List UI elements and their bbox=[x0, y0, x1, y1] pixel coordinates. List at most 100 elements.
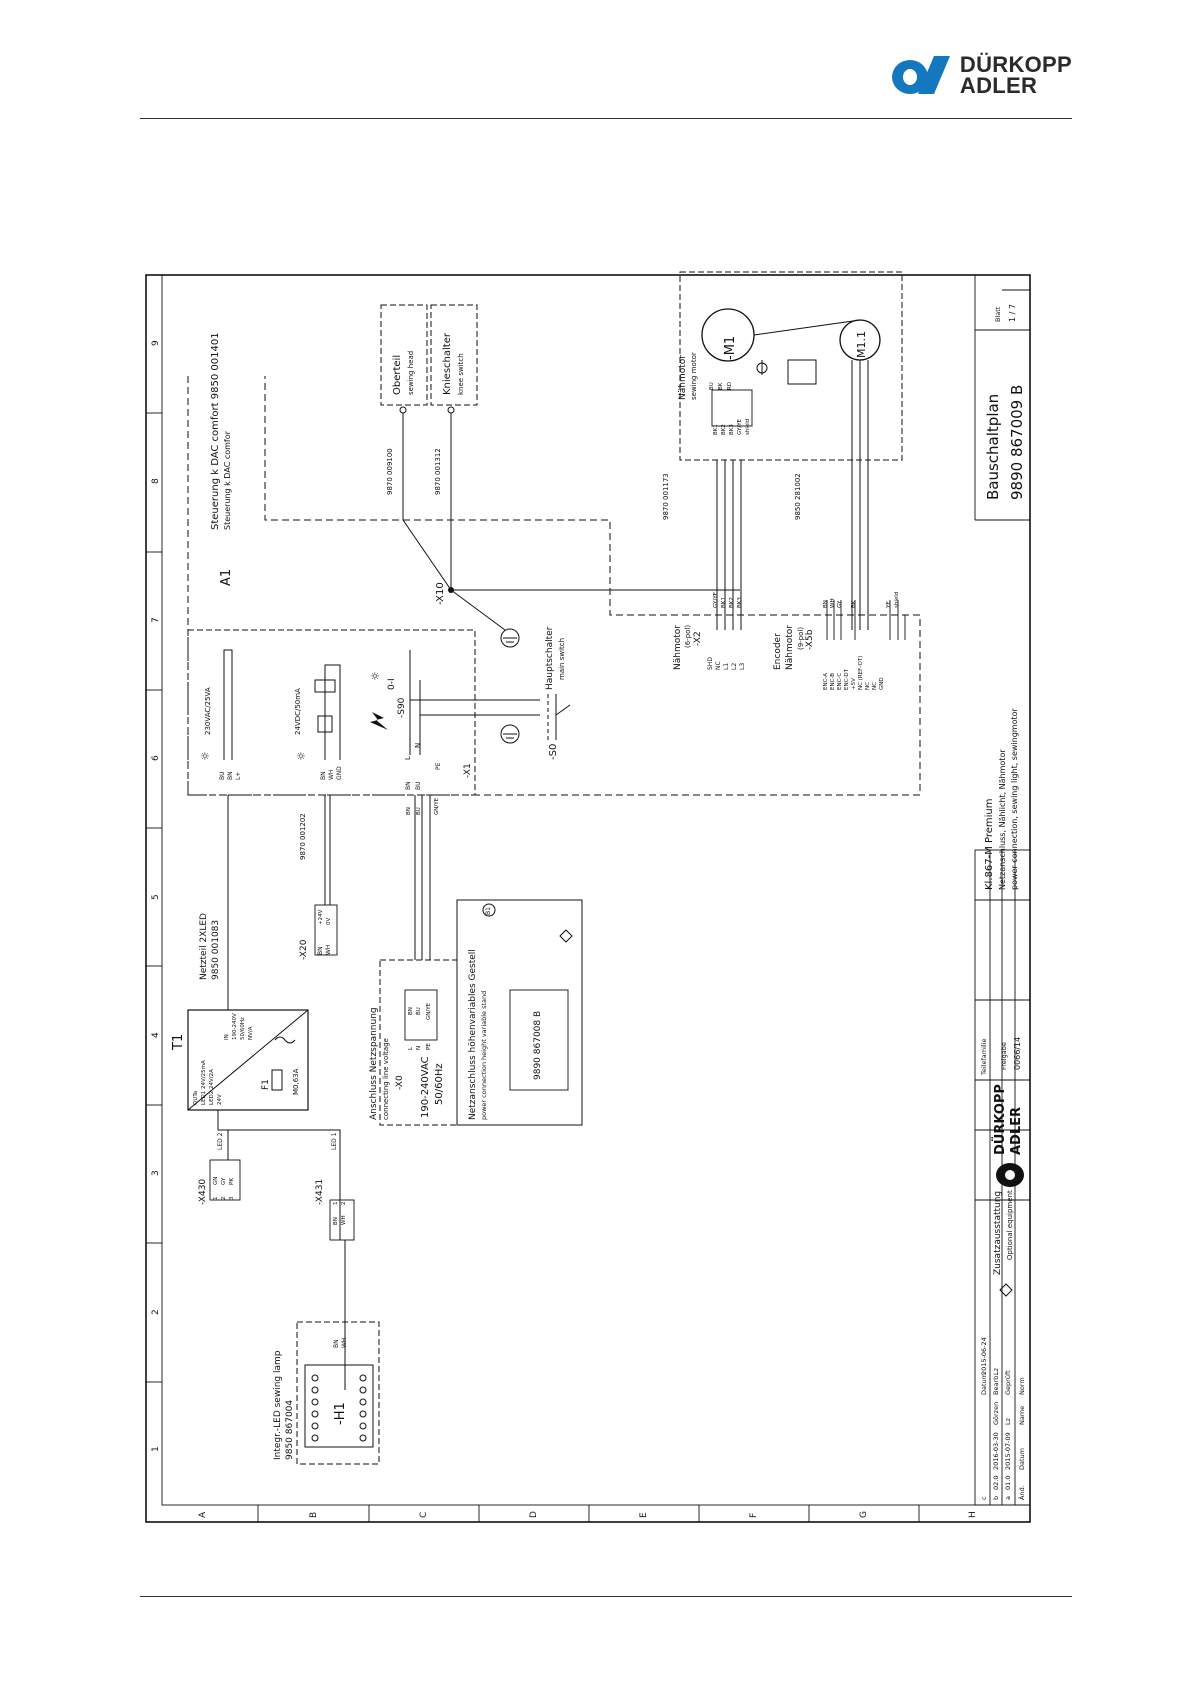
lamp-symbol-icon: ☼☼☼ bbox=[200, 670, 380, 763]
encoder-cable-part: 9850 281002 bbox=[794, 473, 802, 520]
svg-text:3: 3 bbox=[229, 1196, 235, 1200]
a1-title: Steuerung k DAC comfort 9850 001401 bbox=[210, 332, 221, 530]
svg-text:ENC-A: ENC-A bbox=[823, 673, 829, 690]
x20-tag: -X20 bbox=[299, 939, 309, 960]
row-label: E bbox=[639, 1512, 649, 1518]
svg-text:BN: BN bbox=[227, 771, 234, 780]
svg-text:WH: WH bbox=[341, 1215, 347, 1225]
svg-text:2: 2 bbox=[341, 1202, 347, 1206]
motor-cable-part: 9870 001173 bbox=[662, 473, 670, 520]
svg-text:L: L bbox=[408, 1046, 414, 1050]
svg-text:L3: L3 bbox=[739, 663, 746, 670]
svg-text:Bearb.: Bearb. bbox=[992, 1374, 1000, 1395]
svg-text:Datum: Datum bbox=[980, 1373, 988, 1395]
x10-junction bbox=[448, 587, 454, 593]
svg-text:GND: GND bbox=[336, 766, 343, 780]
optional-stand-part: 9890 867008 B bbox=[533, 1011, 543, 1080]
optional-legend-icon bbox=[999, 1283, 1013, 1297]
svg-text:-X1: -X1 bbox=[463, 763, 473, 778]
optional-stand-ref: B1 bbox=[485, 907, 492, 915]
a1-labels: A1 Steuerung k DAC comfort 9850 001401 S… bbox=[210, 332, 446, 605]
encoder-tag: M1.1 bbox=[855, 331, 868, 358]
fuse-tag: F1 bbox=[261, 1079, 271, 1090]
svg-text:1 / 7: 1 / 7 bbox=[1008, 304, 1017, 322]
title-block-titles: Kl.867-M Premium Netzanschluss, Nählicht… bbox=[984, 385, 1026, 890]
svg-text:2015-07-09: 2015-07-09 bbox=[1004, 1432, 1012, 1470]
svg-text:WH: WH bbox=[328, 770, 335, 780]
svg-text:shield: shield bbox=[745, 419, 751, 435]
svg-text:NC: NC bbox=[715, 661, 722, 670]
motor-pin-labels: BU BK RD BK1 BK2 BK3 GY/YE shield bbox=[709, 382, 751, 435]
svg-text:GND: GND bbox=[879, 677, 885, 690]
svg-text:BK: BK bbox=[851, 600, 857, 608]
svg-text:OUTa: OUTa bbox=[193, 1091, 199, 1105]
svg-text:1: 1 bbox=[213, 1197, 219, 1201]
svg-text:RD: RD bbox=[727, 382, 733, 390]
svg-text:Nähmotor: Nähmotor bbox=[785, 625, 795, 670]
svg-text:DÜRKOPP: DÜRKOPP bbox=[992, 1084, 1008, 1155]
t1-title: Netzteil 2XLED bbox=[199, 913, 209, 980]
svg-text:L1: L1 bbox=[723, 663, 730, 670]
svg-text:WH: WH bbox=[830, 598, 836, 608]
row-label: F bbox=[749, 1513, 759, 1518]
column-label: 6 bbox=[151, 755, 161, 761]
svg-text:b: b bbox=[992, 1496, 1000, 1500]
mains-box bbox=[379, 959, 458, 1126]
svg-text:BN: BN bbox=[405, 781, 412, 790]
svg-text:BN: BN bbox=[406, 807, 412, 815]
svg-text:GY/YE: GY/YE bbox=[737, 418, 743, 435]
a1-tag: A1 bbox=[219, 569, 234, 586]
led1-lead: LED 1 bbox=[331, 1132, 338, 1150]
svg-text:Görzen: Görzen bbox=[992, 1402, 1000, 1425]
knee-switch-label-en: knee switch bbox=[457, 353, 465, 395]
svg-text:a: a bbox=[1004, 1496, 1012, 1500]
svg-text:BK: BK bbox=[718, 382, 724, 390]
row-label: H bbox=[968, 1511, 978, 1518]
svg-text:Kl.867-M Premium: Kl.867-M Premium bbox=[984, 798, 995, 890]
head-knee-wiring bbox=[399, 406, 740, 631]
svg-text:2: 2 bbox=[221, 1197, 227, 1201]
svg-text:+24V: +24V bbox=[318, 909, 324, 925]
row-label: D bbox=[529, 1511, 539, 1518]
svg-text:+5V: +5V bbox=[851, 678, 857, 690]
optional-marker-icon bbox=[559, 929, 573, 943]
svg-text:BK1: BK1 bbox=[713, 424, 719, 435]
x431-tag: -X431 bbox=[315, 1179, 325, 1205]
svg-text:-X2: -X2 bbox=[693, 631, 703, 646]
svg-text:N: N bbox=[416, 1046, 422, 1050]
svg-text:(6-pol): (6-pol) bbox=[684, 625, 692, 648]
optional-stand-box bbox=[456, 899, 583, 1126]
svg-text:50/60Hz: 50/60Hz bbox=[240, 1017, 246, 1040]
lamp-title: Integr.-LED sewing lamp bbox=[273, 1350, 283, 1460]
mains-title: Anschluss Netzspannung bbox=[369, 1007, 379, 1120]
a1-subtitle: Steuerung k DAC comfor bbox=[223, 430, 232, 530]
svg-text:GY: GY bbox=[837, 600, 843, 608]
svg-text:ADLER: ADLER bbox=[1009, 1107, 1024, 1155]
svg-text:BN: BN bbox=[320, 771, 327, 780]
mains-pins: L N PE BN BU GN/YE bbox=[408, 1002, 432, 1050]
drawing-frame bbox=[145, 274, 1031, 1523]
motor-label: Nähmotor bbox=[678, 355, 688, 400]
svg-text:0V: 0V bbox=[326, 918, 332, 925]
duerkopp-adler-logo-icon bbox=[891, 56, 950, 94]
led-array-icon bbox=[311, 1374, 367, 1442]
svg-text:Geprüft: Geprüft bbox=[1004, 1370, 1012, 1395]
svg-text:Encoder: Encoder bbox=[773, 633, 783, 670]
column-label: 3 bbox=[151, 1170, 161, 1176]
psu-labels: 230VAC/25VA 24VDC/50mA -S90 0-I -X1 BN B… bbox=[204, 678, 473, 815]
svg-text:GN: GN bbox=[213, 1177, 219, 1185]
svg-text:BK1: BK1 bbox=[721, 597, 727, 608]
svg-text:Lz: Lz bbox=[1004, 1417, 1012, 1425]
column-label: 1 bbox=[151, 1446, 161, 1452]
fuse-rating: M0,63A bbox=[292, 1068, 300, 1095]
brand-name-line2: ADLER bbox=[959, 73, 1038, 98]
title-block-text: c b 02.0 2016-03-30 Görzen a 01.0 2015-0… bbox=[980, 304, 1026, 1500]
cable-knee: 9870 001312 bbox=[434, 448, 442, 495]
led2-lead: LED 2 bbox=[217, 1132, 224, 1150]
sewing-motor-box bbox=[679, 271, 903, 461]
x5b-connector: Encoder Nähmotor (9-pol) -X5b ENC-A ENC-… bbox=[773, 592, 900, 690]
svg-text:☼: ☼ bbox=[370, 670, 380, 683]
column-label: 7 bbox=[151, 617, 161, 623]
led-leads bbox=[217, 1110, 346, 1390]
